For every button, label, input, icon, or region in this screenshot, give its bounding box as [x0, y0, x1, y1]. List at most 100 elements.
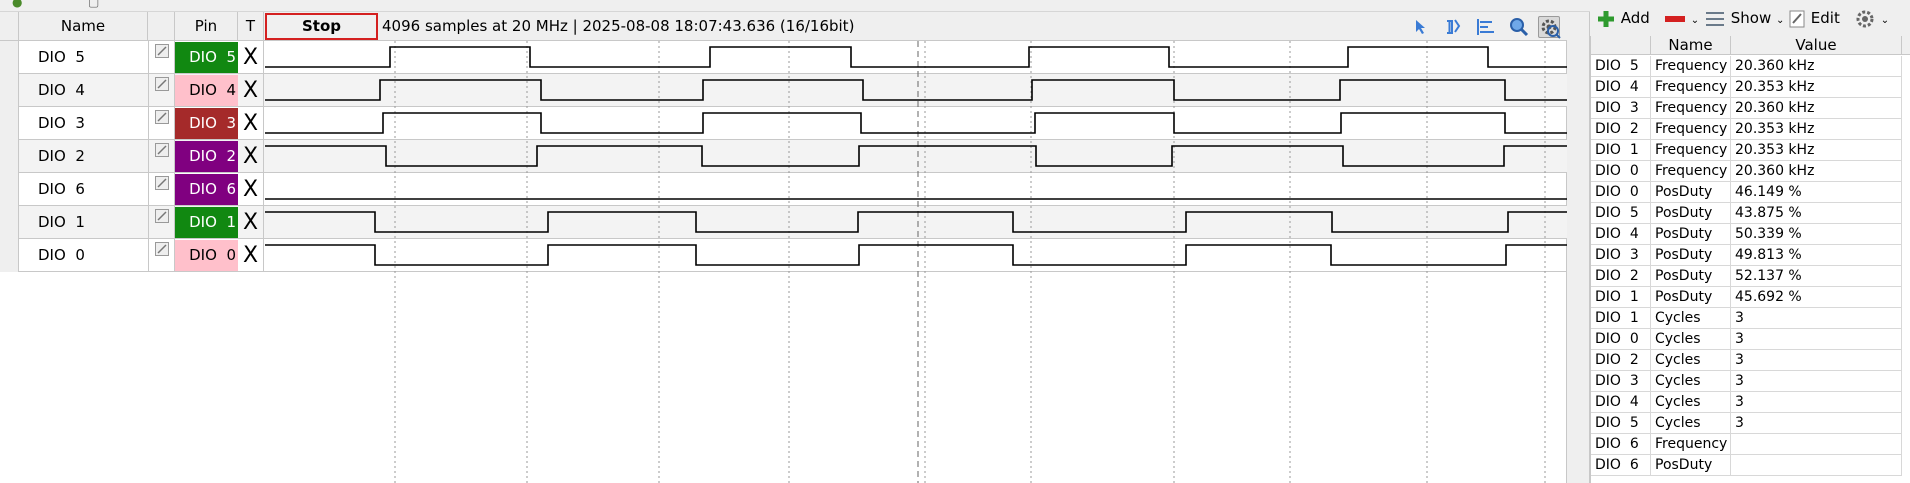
edit-icon	[155, 209, 169, 223]
trigger-cell[interactable]: X	[238, 239, 264, 272]
cursor-icon[interactable]	[1411, 16, 1433, 38]
header-pin[interactable]: Pin	[175, 12, 238, 41]
channel-pin[interactable]: DIO 0	[175, 240, 238, 271]
channel-pin[interactable]: DIO 4	[175, 75, 238, 106]
channel-pin[interactable]: DIO 1	[175, 207, 238, 238]
trigger-cell[interactable]: X	[238, 173, 264, 206]
channel-name[interactable]: DIO 0	[38, 246, 85, 264]
edit-button[interactable]: Edit	[1788, 6, 1840, 30]
header-value[interactable]: Value	[1731, 36, 1902, 55]
measurement-value: 50.339 %	[1731, 224, 1902, 245]
row-handle[interactable]	[0, 74, 19, 107]
measurement-name: PosDuty	[1651, 203, 1731, 224]
measurement-name: Cycles	[1651, 371, 1731, 392]
edit-icon	[155, 44, 169, 58]
row-handle[interactable]	[0, 173, 19, 206]
channel-pin[interactable]: DIO 2	[175, 141, 238, 172]
channel-pin[interactable]: DIO 6	[175, 174, 238, 205]
header-trigger[interactable]: T	[238, 12, 264, 41]
channel-name[interactable]: DIO 2	[38, 147, 85, 165]
header-name[interactable]: Name	[19, 12, 148, 41]
channel-edit[interactable]	[148, 206, 175, 239]
measurement-settings-button[interactable]: ⌄	[1854, 6, 1889, 30]
show-button[interactable]: Show ⌄	[1704, 6, 1784, 30]
run-icon[interactable]: ●	[12, 0, 23, 9]
channel-pin[interactable]: DIO 3	[175, 108, 238, 139]
channel-name[interactable]: DIO 1	[38, 213, 85, 231]
measurement-channel: DIO 6	[1591, 434, 1651, 455]
measurement-channel: DIO 4	[1591, 77, 1651, 98]
header-channel	[1591, 36, 1651, 55]
measurement-value: 46.149 %	[1731, 182, 1902, 203]
open-icon[interactable]: ▢	[88, 0, 100, 9]
channel-name[interactable]: DIO 5	[38, 48, 85, 66]
channel-name[interactable]: DIO 3	[38, 114, 85, 132]
channel-edit[interactable]	[148, 140, 175, 173]
settings-icon[interactable]	[1538, 16, 1561, 39]
measurement-value: 20.353 kHz	[1731, 119, 1902, 140]
stop-button[interactable]: Stop	[265, 13, 378, 40]
logic-analyzer-pane: Name Pin T Stop 4096 samples at 20 MHz |…	[0, 12, 1567, 483]
trigger-cell[interactable]: X	[238, 74, 264, 107]
cursor-text-icon[interactable]	[1443, 16, 1465, 38]
row-handle[interactable]	[0, 239, 19, 272]
measurement-name: PosDuty	[1651, 455, 1731, 476]
measurement-value	[1731, 434, 1902, 455]
channel-name[interactable]: DIO 4	[38, 81, 85, 99]
channel-pin[interactable]: DIO 5	[175, 42, 238, 73]
trigger-cell[interactable]: X	[238, 41, 264, 74]
measurement-channel: DIO 1	[1591, 308, 1651, 329]
trigger-cell[interactable]: X	[238, 107, 264, 140]
row-handle[interactable]	[0, 140, 19, 173]
channel-edit[interactable]	[148, 107, 175, 140]
channel-edit[interactable]	[148, 239, 175, 272]
measurement-name: Cycles	[1651, 308, 1731, 329]
channel-edit[interactable]	[148, 173, 175, 206]
waveform-plot[interactable]	[265, 41, 1567, 483]
measurement-name: Frequency	[1651, 434, 1731, 455]
channel-name[interactable]: DIO 6	[38, 180, 85, 198]
edit-icon	[155, 143, 169, 157]
channel-edit[interactable]	[148, 41, 175, 74]
remove-measurement-button[interactable]: ⌄	[1664, 6, 1699, 30]
header-edit	[148, 12, 175, 41]
waveform-area[interactable]	[265, 41, 1567, 483]
zoom-icon[interactable]	[1508, 16, 1530, 38]
row-handle[interactable]	[0, 206, 19, 239]
row-handle[interactable]	[0, 107, 19, 140]
row-handle[interactable]	[0, 41, 19, 74]
header-measure-name[interactable]: Name	[1651, 36, 1731, 55]
channel-edit[interactable]	[148, 74, 175, 107]
trigger-cell[interactable]: X	[238, 140, 264, 173]
measurement-channel: DIO 1	[1591, 140, 1651, 161]
measurement-channel: DIO 5	[1591, 56, 1651, 77]
add-measurement-button[interactable]: Add	[1596, 6, 1650, 30]
pane-splitter[interactable]	[1567, 12, 1590, 483]
align-icon[interactable]	[1475, 16, 1497, 38]
trigger-cell[interactable]: X	[238, 206, 264, 239]
